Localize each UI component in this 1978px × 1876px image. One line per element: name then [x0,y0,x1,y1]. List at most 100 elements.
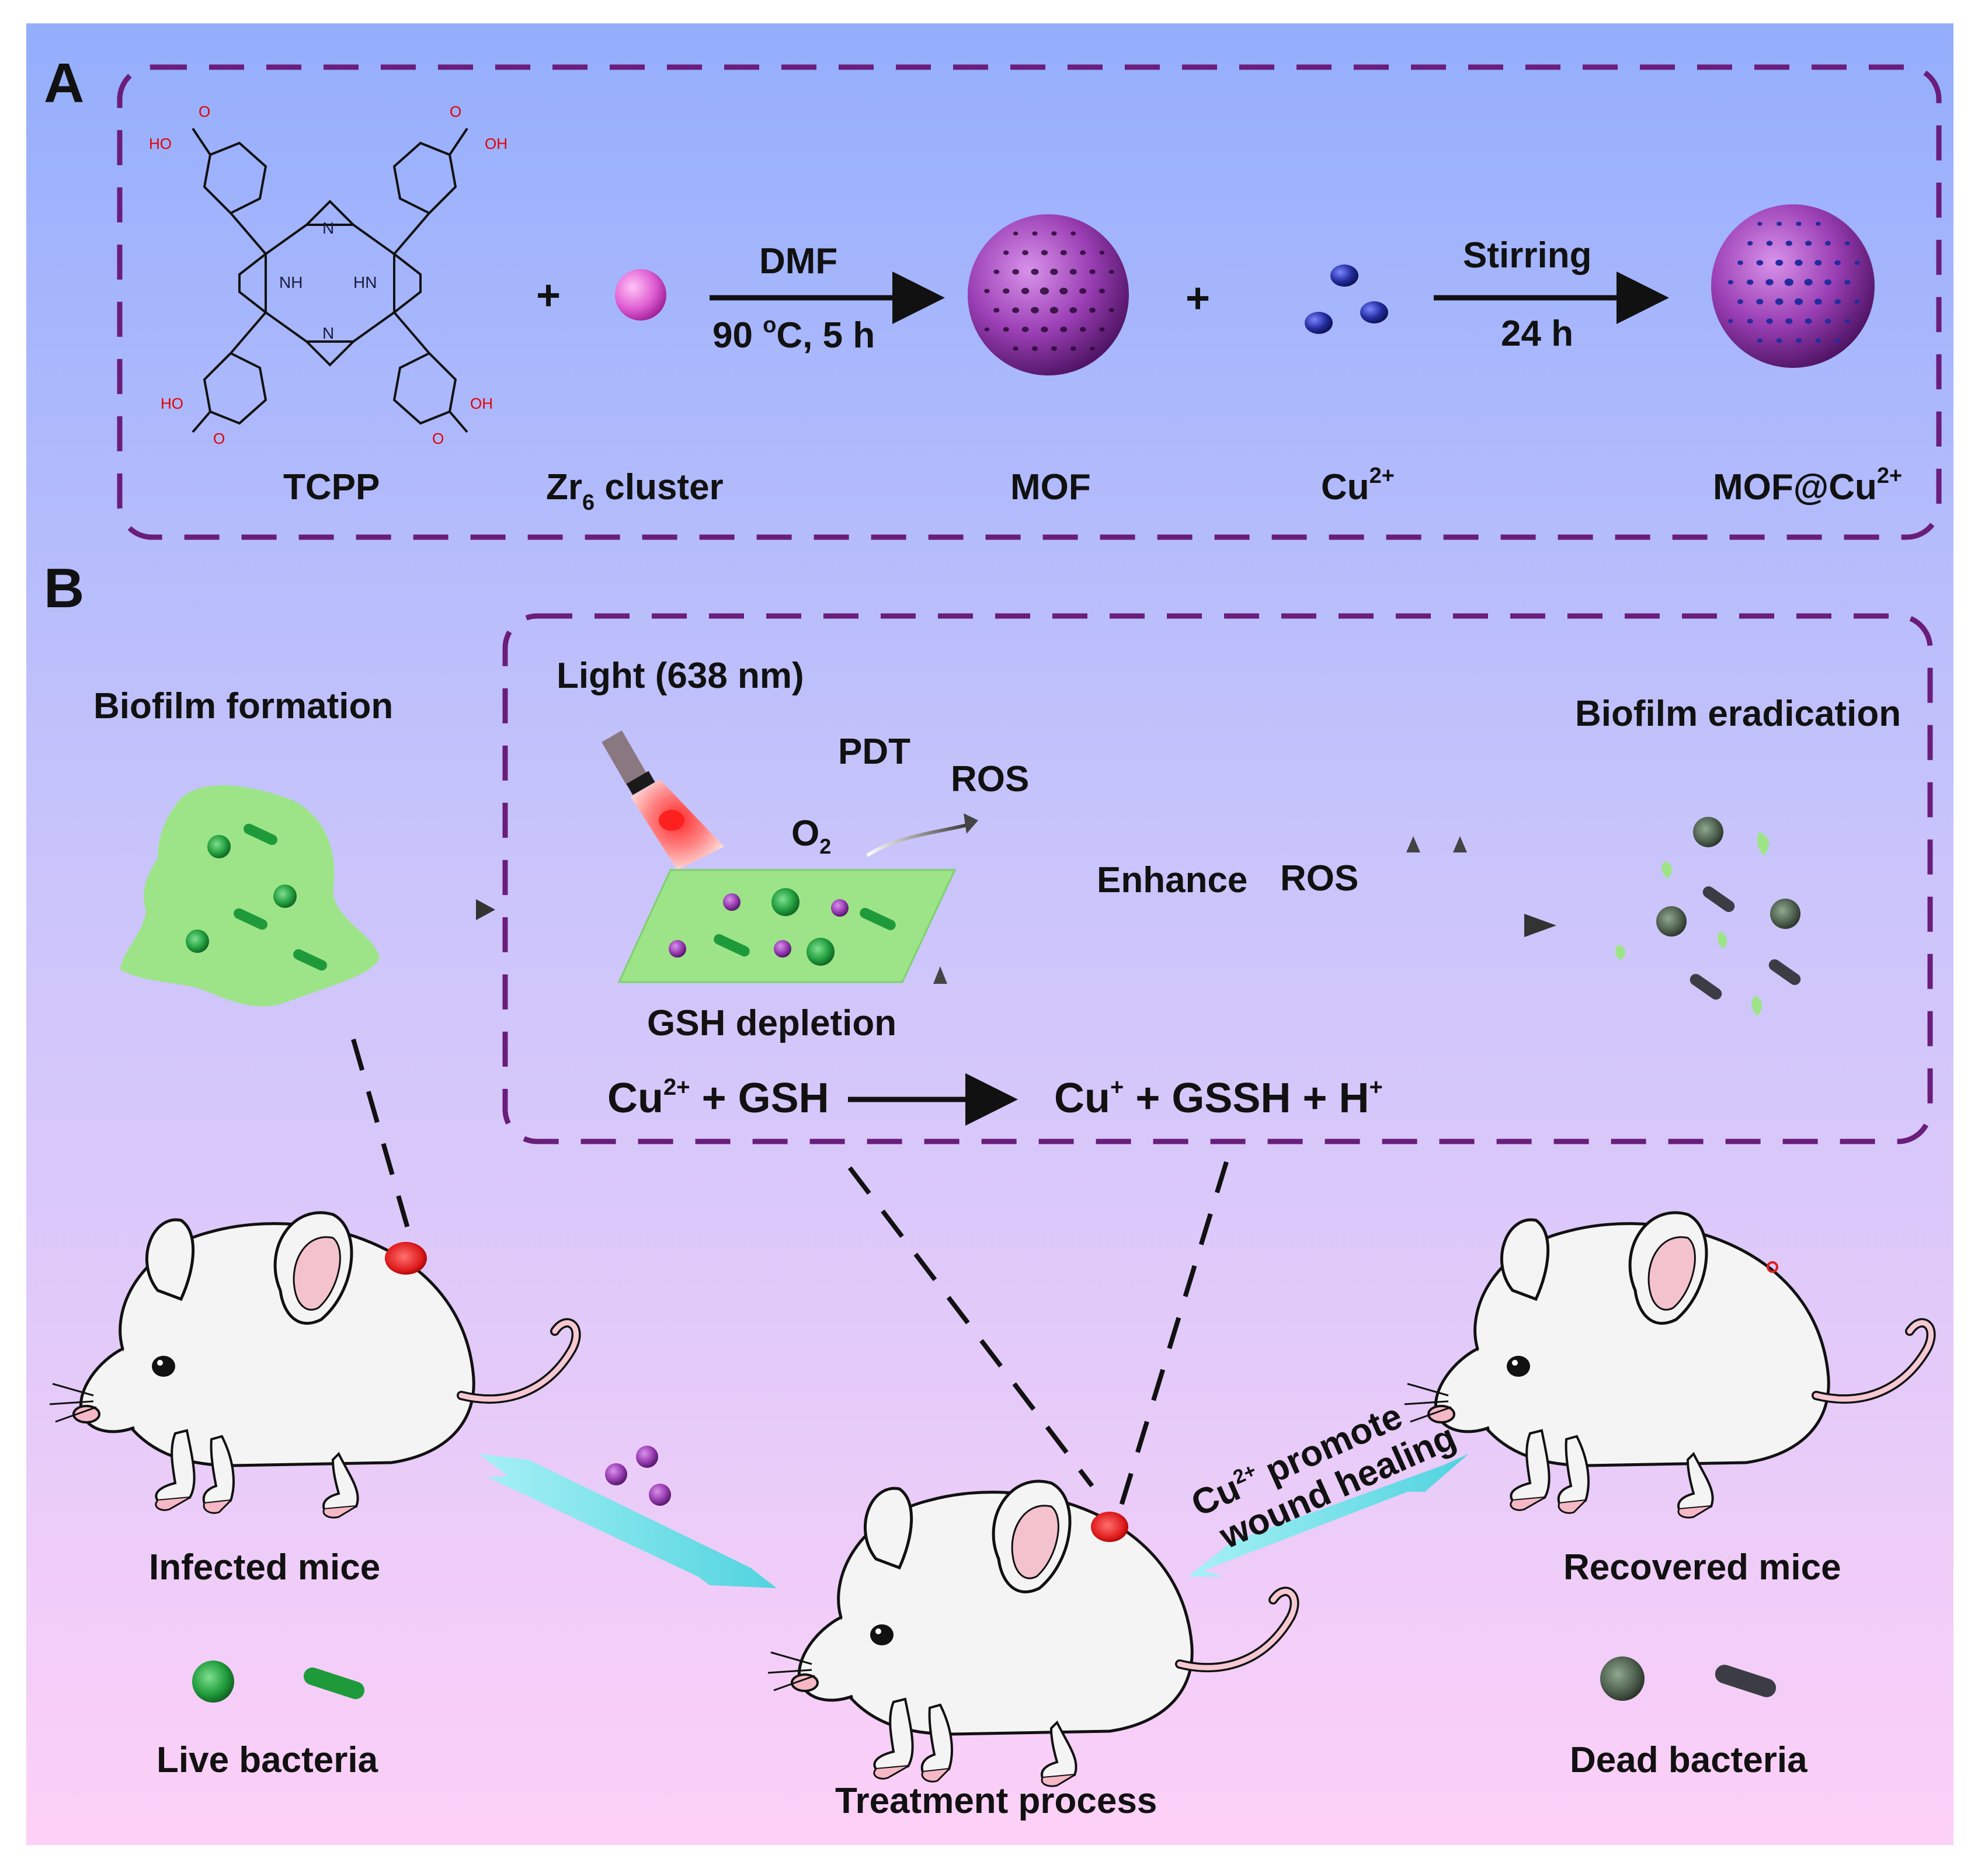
pore [1844,319,1850,323]
panel-a-label: A [44,52,84,114]
biofilm-formation-label: Biofilm formation [93,686,393,726]
tcpp-o-top-left: O [199,103,210,120]
pore [1012,307,1020,314]
pore [1737,260,1743,265]
pore [1757,338,1763,343]
pore [1796,221,1802,227]
pore [1108,308,1114,312]
pore [1098,288,1106,294]
pore [1785,318,1793,324]
pore [1766,241,1773,246]
pore [1089,307,1096,313]
ros-label: ROS [951,759,1029,799]
pore [1747,241,1753,246]
administered-mof-particles [605,1446,671,1506]
zr6-cluster-label: Zr6 cluster [546,467,724,515]
pore [1728,319,1733,323]
mof-label: MOF [1010,467,1091,507]
pore [1012,269,1019,275]
pore [1089,269,1096,274]
pore [1815,221,1821,226]
pore [1747,318,1753,324]
pore [1756,298,1764,305]
pore [1727,280,1733,285]
pore [1804,279,1813,286]
pore [1775,259,1784,266]
pore [1824,318,1831,324]
pore [1834,260,1841,266]
pore [1050,269,1058,275]
o2-to-ros-arrow [866,823,970,857]
pore [1775,298,1784,305]
biofilm-blob [120,785,380,1007]
pore [1060,326,1068,332]
pore [1814,260,1822,266]
treated-wound [1091,1512,1128,1542]
pore [1854,300,1860,304]
healed-wound [1767,1261,1778,1273]
tcpp-label: TCPP [283,467,380,507]
gsh-depletion-label: GSH depletion [647,1003,896,1043]
pore [1032,346,1038,351]
panel-b-mechanism-frame [502,613,1933,1144]
treated-biofilm-sheet [617,869,957,983]
recovered-mouse [1405,1213,1931,1517]
pore [1090,346,1095,351]
pore [1041,326,1048,333]
live-bacteria-label: Live bacteria [157,1740,378,1780]
eradicated-biofilm [1615,817,1801,1016]
recovery-arrow-right [1188,1454,1469,1576]
pore [1805,241,1812,246]
pore [1795,259,1803,266]
pore [1031,307,1039,314]
pore [1746,279,1754,285]
pore [1785,241,1793,246]
pore [1845,241,1850,246]
connector-lines [351,1038,1229,1516]
pore [1805,318,1812,324]
biofilm-live-bacteria [186,823,327,971]
tcpp-n-bottom: N [322,324,334,342]
pore [1824,241,1831,246]
infected-mouse [50,1213,576,1517]
tcpp-ho-bottom-left: HO [161,395,183,412]
pore [1844,280,1851,285]
cu-ion-label: Cu2+ [1321,464,1395,507]
tcpp-hn: HN [353,273,377,291]
mof-sphere [968,214,1129,375]
tcpp-o-bottom-right: O [432,430,444,447]
pore [1021,326,1029,332]
treatment-process-label: Treatment process [835,1781,1157,1821]
cu-ions [1305,264,1388,334]
pore [1079,326,1086,332]
pore [1022,250,1028,256]
pore [1060,250,1067,256]
pore [1021,288,1030,294]
pore [1756,260,1764,266]
tcpp-atom-labels: HO O O OH HO O O OH N N NH HN [149,103,507,447]
treatment-mouse [768,1481,1295,1786]
pore [1766,318,1773,324]
pore [1080,250,1086,255]
pore [1757,221,1763,226]
dmf-label: DMF [759,241,837,281]
pore [984,288,990,294]
biofilm-eradication-label: Biofilm eradication [1575,694,1901,734]
mof-cu-label: MOF@Cu2+ [1713,464,1902,507]
large-wound [385,1242,427,1275]
reaction-reactants: Cu2+ + GSH [607,1074,829,1122]
tcpp-oh-bottom-right: OH [470,395,493,412]
tcpp-o-bottom-left: O [213,430,225,447]
plus-sign-1: + [536,272,561,319]
zr6-cluster-sphere [615,269,666,321]
stirring-label: Stirring [1463,235,1591,276]
pore [1099,250,1105,255]
stirring-time-label: 24 h [1501,314,1573,354]
dead-bacteria-label: Dead bacteria [1570,1740,1807,1780]
enhance-label: Enhance [1097,860,1247,900]
infected-mice-label: Infected mice [149,1547,380,1588]
tcpp-oh-top-right: OH [485,135,507,152]
pore [1003,250,1009,255]
pdt-label: PDT [838,732,910,772]
